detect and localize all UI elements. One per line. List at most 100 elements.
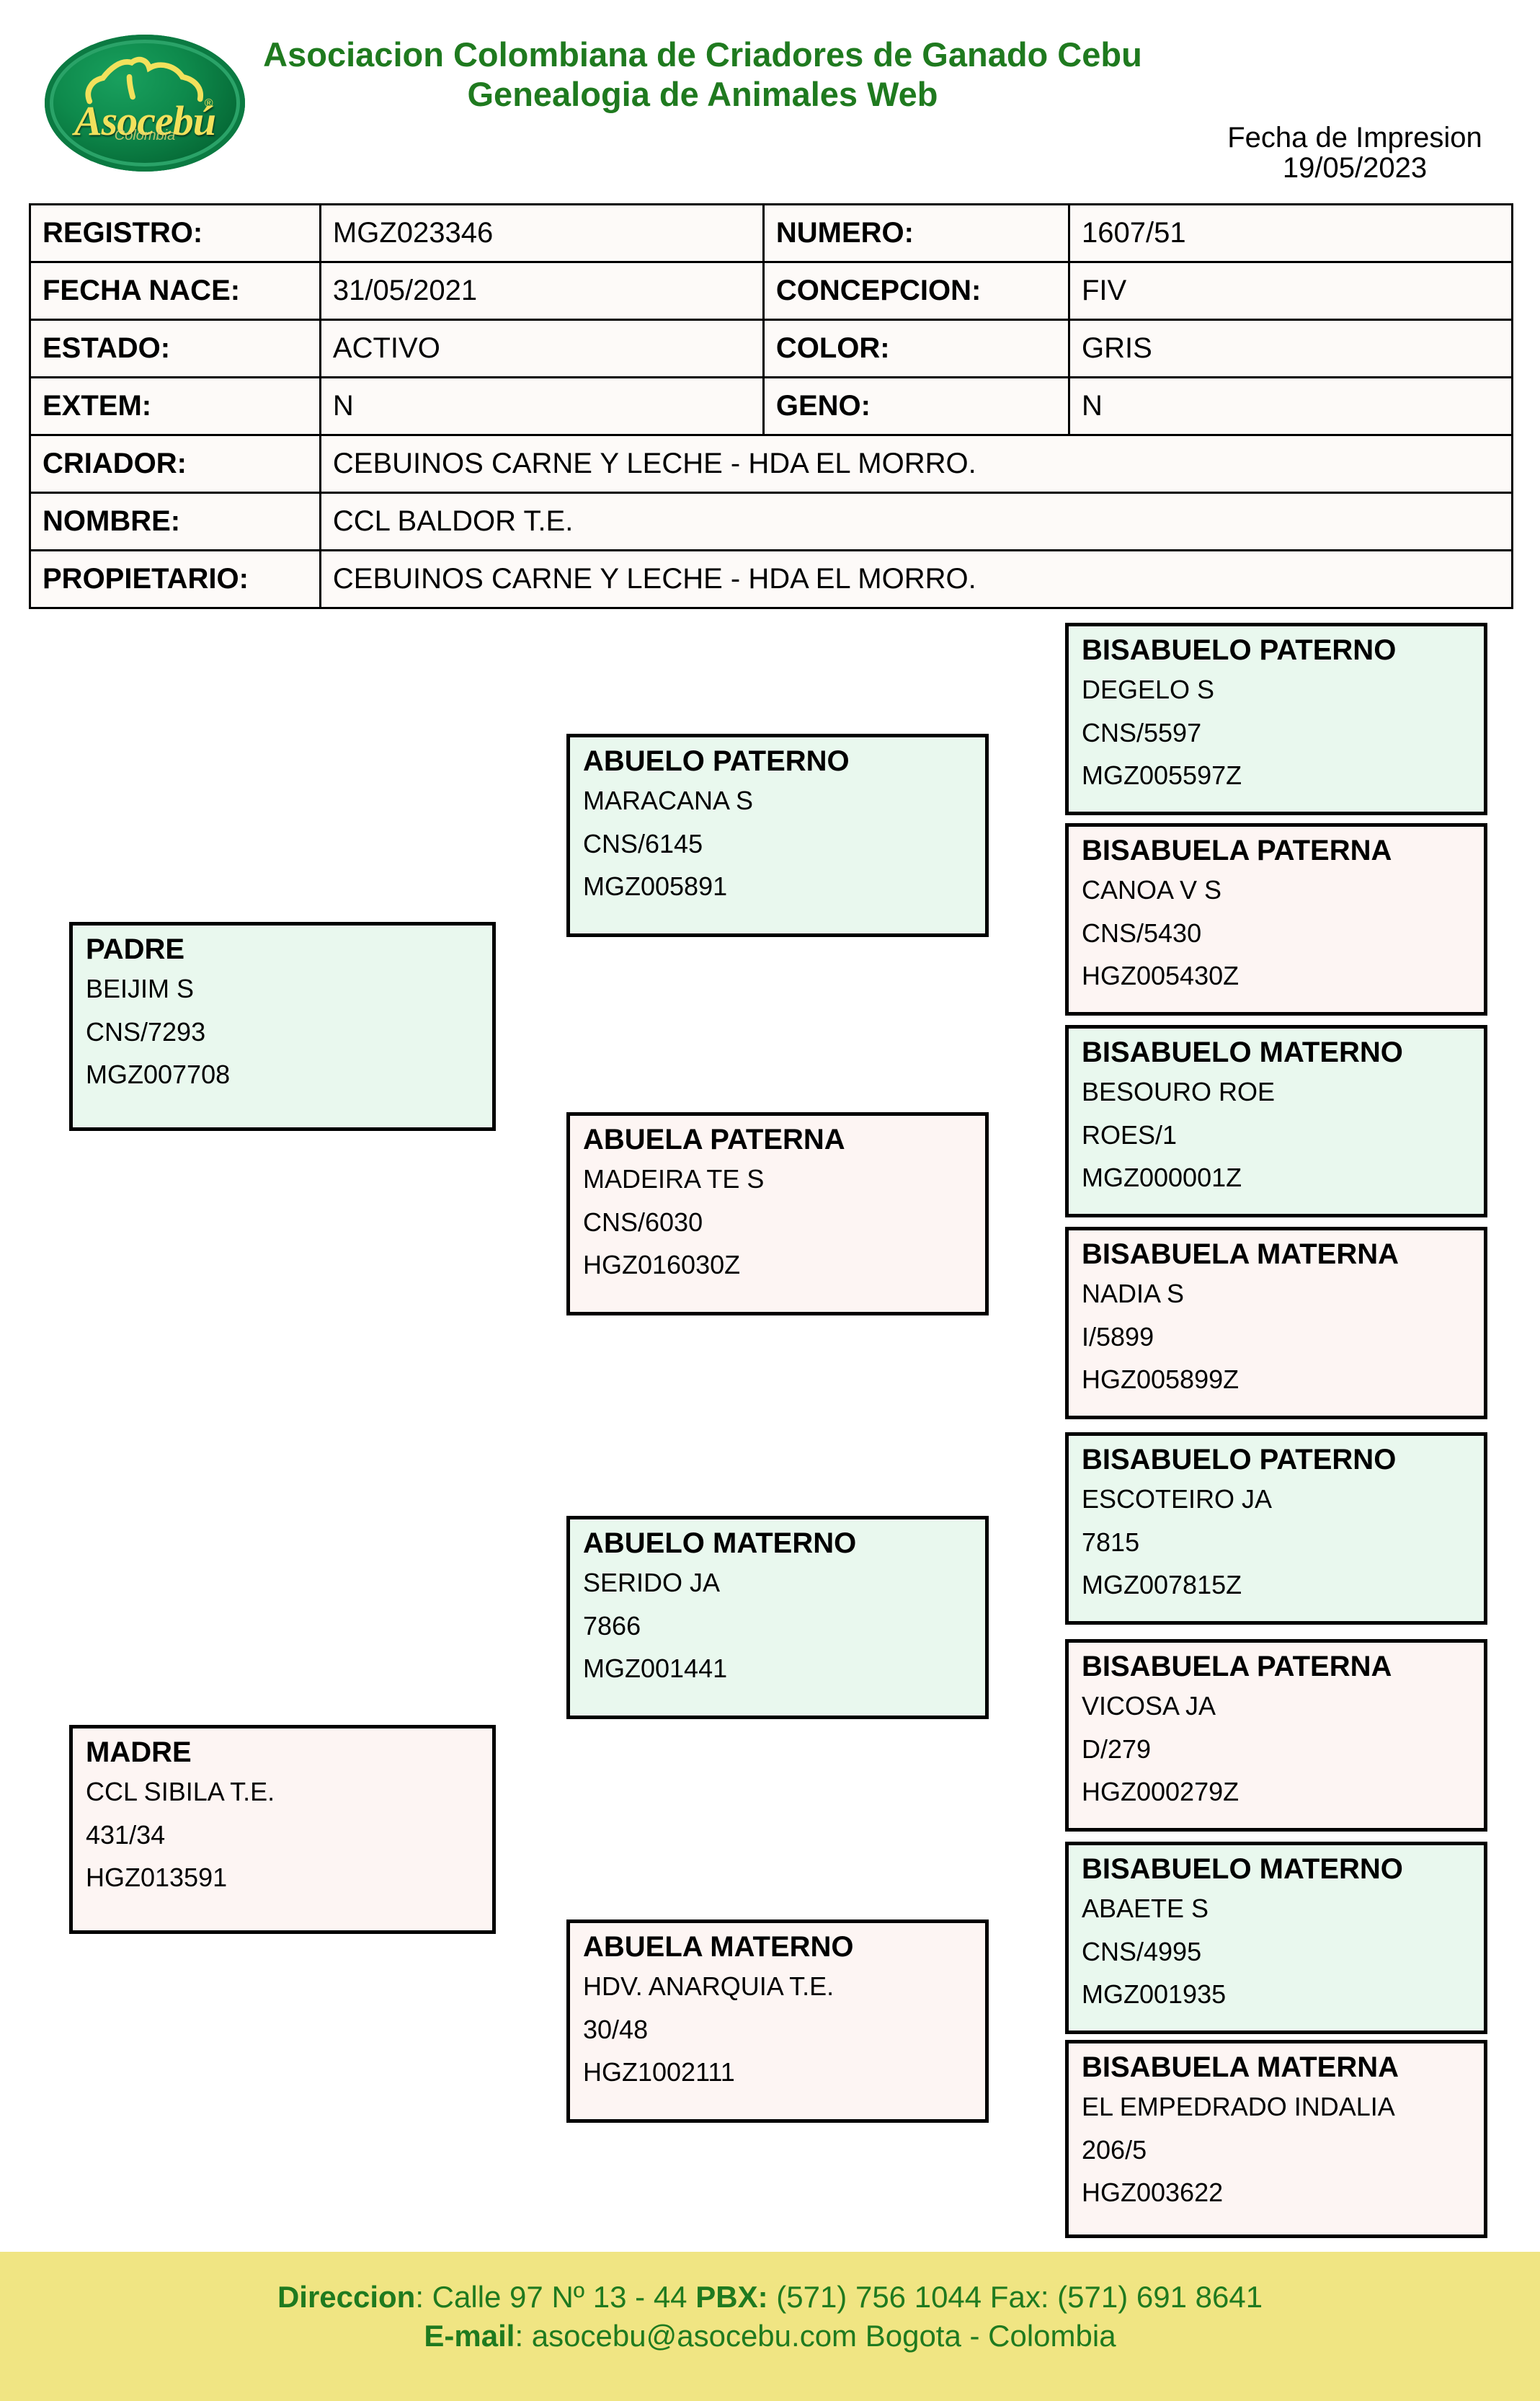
pedigree-name: BESOURO ROE — [1082, 1077, 1276, 1106]
pedigree-role-label: BISABUELA MATERNA — [1082, 2051, 1399, 2083]
pedigree-name: ABAETE S — [1082, 1894, 1209, 1923]
criador-label: CRIADOR: — [29, 434, 321, 494]
footer-address-line: Direccion: Calle 97 Nº 13 - 44 PBX: (571… — [0, 2252, 1540, 2317]
pedigree-registry: CNS/7293 — [86, 1016, 206, 1047]
pedigree-box-abuelo-paterno[interactable]: ABUELO PATERNO MARACANA S CNS/6145 MGZ00… — [566, 734, 989, 937]
table-row: PROPIETARIO: CEBUINOS CARNE Y LECHE - HD… — [29, 549, 1514, 609]
geno-label: GENO: — [762, 376, 1070, 436]
pedigree-registry: 431/34 — [86, 1819, 166, 1850]
numero-label: NUMERO: — [762, 203, 1070, 263]
pedigree-registry: CNS/6030 — [583, 1207, 703, 1237]
pedigree-name: BEIJIM S — [86, 974, 195, 1003]
pedigree-box-madre[interactable]: MADRE CCL SIBILA T.E. 431/34 HGZ013591 — [69, 1725, 496, 1934]
pedigree-name: CANOA V S — [1082, 875, 1222, 905]
pedigree-code: HGZ000279Z — [1082, 1777, 1239, 1807]
numero-value: 1607/51 — [1067, 203, 1514, 263]
pedigree-box-bisabuela-materna-1[interactable]: BISABUELA MATERNA NADIA S I/5899 HGZ0058… — [1065, 1227, 1487, 1419]
logo-subtext: Colombia — [114, 128, 176, 144]
nombre-label: NOMBRE: — [29, 492, 321, 551]
pedigree-box-padre[interactable]: PADRE BEIJIM S CNS/7293 MGZ007708 — [69, 922, 496, 1131]
pedigree-code: HGZ1002111 — [583, 2057, 735, 2087]
concepcion-value: FIV — [1067, 261, 1514, 321]
pedigree-name: ESCOTEIRO JA — [1082, 1484, 1273, 1514]
pedigree-registry: I/5899 — [1082, 1321, 1154, 1352]
pedigree-code: HGZ005430Z — [1082, 961, 1239, 991]
footer-email-value: : asocebu@asocebu.com Bogota - Colombia — [515, 2318, 1116, 2353]
table-row: ESTADO: ACTIVO COLOR: GRIS — [29, 319, 1514, 378]
pedigree-code: HGZ016030Z — [583, 1250, 741, 1280]
table-row: EXTEM: N GENO: N — [29, 376, 1514, 436]
logo-registered-mark: ® — [204, 97, 213, 110]
pedigree-box-bisabuelo-paterno-1[interactable]: BISABUELO PATERNO DEGELO S CNS/5597 MGZ0… — [1065, 623, 1487, 815]
asocebu-logo: Asocebú ® Colombia — [45, 35, 245, 172]
pedigree-code: MGZ001441 — [583, 1654, 728, 1684]
pedigree-code: MGZ005891 — [583, 871, 728, 902]
registro-label: REGISTRO: — [29, 203, 321, 263]
fecha-nace-value: 31/05/2021 — [319, 261, 765, 321]
pedigree-name: DEGELO S — [1082, 675, 1215, 704]
zebu-outline-icon — [85, 56, 203, 105]
pedigree-code: MGZ007708 — [86, 1060, 231, 1090]
pedigree-box-bisabuelo-paterno-2[interactable]: BISABUELO PATERNO ESCOTEIRO JA 7815 MGZ0… — [1065, 1432, 1487, 1625]
geno-value: N — [1067, 376, 1514, 436]
page-subtitle: Genealogia de Animales Web — [467, 75, 938, 114]
footer-email-label: E-mail — [424, 2318, 515, 2353]
pedigree-registry: CNS/5597 — [1082, 717, 1202, 747]
pedigree-code: HGZ013591 — [86, 1863, 228, 1893]
pedigree-code: MGZ001935 — [1082, 1979, 1227, 2010]
pedigree-registry: 7866 — [583, 1610, 641, 1641]
concepcion-label: CONCEPCION: — [762, 261, 1070, 321]
pedigree-name: NADIA S — [1082, 1279, 1185, 1308]
pedigree-box-abuelo-materno[interactable]: ABUELO MATERNO SERIDO JA 7866 MGZ001441 — [566, 1516, 989, 1719]
criador-value: CEBUINOS CARNE Y LECHE - HDA EL MORRO. — [319, 434, 1514, 494]
pedigree-registry: 7815 — [1082, 1527, 1140, 1557]
page-header: Asocebú ® Colombia Asociacion Colombiana… — [0, 0, 1540, 186]
footer-address-value: : Calle 97 Nº 13 - 44 — [415, 2280, 696, 2314]
extem-value: N — [319, 376, 765, 436]
pedigree-role-label: BISABUELO PATERNO — [1082, 634, 1397, 666]
print-date-label: Fecha de Impresion — [1227, 122, 1482, 154]
pedigree-role-label: BISABUELO MATERNO — [1082, 1037, 1403, 1068]
footer-address-label: Direccion — [277, 2280, 416, 2314]
pedigree-role-label: BISABUELA PATERNA — [1082, 1651, 1392, 1682]
table-row: REGISTRO: MGZ023346 NUMERO: 1607/51 — [29, 203, 1514, 263]
pedigree-name: EL EMPEDRADO INDALIA — [1082, 2092, 1395, 2121]
pedigree-name: MADEIRA TE S — [583, 1164, 765, 1194]
pedigree-role-label: ABUELA PATERNA — [583, 1124, 845, 1155]
pedigree-role-label: MADRE — [86, 1736, 192, 1768]
logo-oval — [45, 35, 245, 172]
footer-pbx-label: PBX: — [695, 2280, 768, 2314]
pedigree-code: MGZ005597Z — [1082, 760, 1242, 791]
pedigree-registry: CNS/5430 — [1082, 918, 1202, 948]
pedigree-role-label: BISABUELA PATERNA — [1082, 835, 1392, 866]
pedigree-box-bisabuela-materna-2[interactable]: BISABUELA MATERNA EL EMPEDRADO INDALIA 2… — [1065, 2040, 1487, 2238]
table-row: CRIADOR: CEBUINOS CARNE Y LECHE - HDA EL… — [29, 434, 1514, 494]
page-footer: Direccion: Calle 97 Nº 13 - 44 PBX: (571… — [0, 2252, 1540, 2401]
pedigree-name: MARACANA S — [583, 786, 754, 815]
footer-pbx-value: (571) 756 1044 Fax: (571) 691 8641 — [767, 2280, 1263, 2314]
pedigree-registry: 30/48 — [583, 2014, 649, 2044]
pedigree-registry: CNS/6145 — [583, 828, 703, 858]
pedigree-code: HGZ005899Z — [1082, 1364, 1239, 1395]
pedigree-role-label: ABUELO PATERNO — [583, 745, 850, 777]
print-date-value: 19/05/2023 — [1282, 152, 1428, 185]
pedigree-code: MGZ000001Z — [1082, 1163, 1242, 1193]
pedigree-box-abuela-paterna[interactable]: ABUELA PATERNA MADEIRA TE S CNS/6030 HGZ… — [566, 1112, 989, 1315]
pedigree-box-abuela-materno[interactable]: ABUELA MATERNO HDV. ANARQUIA T.E. 30/48 … — [566, 1920, 989, 2123]
estado-label: ESTADO: — [29, 319, 321, 378]
propietario-value: CEBUINOS CARNE Y LECHE - HDA EL MORRO. — [319, 549, 1514, 609]
pedigree-registry: D/279 — [1082, 1734, 1152, 1764]
pedigree-name: HDV. ANARQUIA T.E. — [583, 1971, 834, 2001]
pedigree-box-bisabuela-paterna-1[interactable]: BISABUELA PATERNA CANOA V S CNS/5430 HGZ… — [1065, 823, 1487, 1016]
footer-email-line: E-mail: asocebu@asocebu.com Bogota - Col… — [0, 2317, 1540, 2356]
color-value: GRIS — [1067, 319, 1514, 378]
extem-label: EXTEM: — [29, 376, 321, 436]
pedigree-box-bisabuelo-materno-1[interactable]: BISABUELO MATERNO BESOURO ROE ROES/1 MGZ… — [1065, 1025, 1487, 1217]
pedigree-role-label: BISABUELA MATERNA — [1082, 1238, 1399, 1270]
pedigree-registry: CNS/4995 — [1082, 1936, 1202, 1966]
pedigree-box-bisabuela-paterna-2[interactable]: BISABUELA PATERNA VICOSA JA D/279 HGZ000… — [1065, 1639, 1487, 1832]
pedigree-box-bisabuelo-materno-2[interactable]: BISABUELO MATERNO ABAETE S CNS/4995 MGZ0… — [1065, 1842, 1487, 2034]
pedigree-code: HGZ003622 — [1082, 2178, 1224, 2208]
fecha-nace-label: FECHA NACE: — [29, 261, 321, 321]
table-row: NOMBRE: CCL BALDOR T.E. — [29, 492, 1514, 551]
